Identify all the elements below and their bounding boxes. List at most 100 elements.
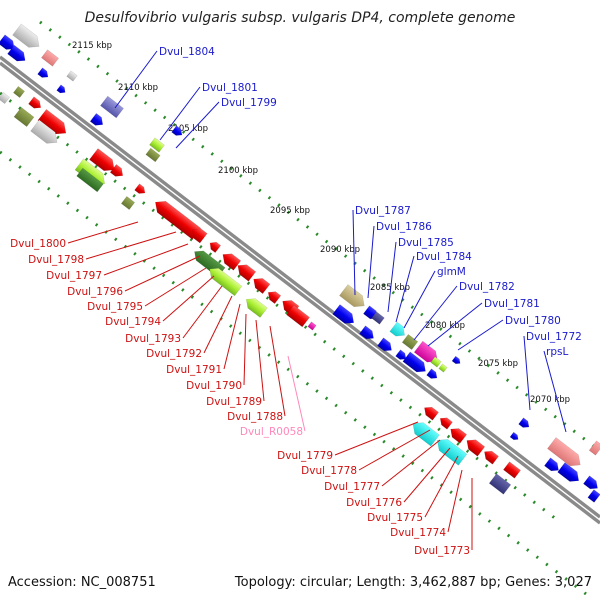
gene-feature [426, 368, 438, 379]
leader-line [413, 285, 458, 341]
gene-feature [587, 489, 600, 503]
gene-feature [371, 311, 385, 325]
gene-feature [450, 428, 468, 444]
tick-label: 2085 kbp [370, 283, 410, 293]
gene-feature [134, 183, 146, 194]
leader-line [523, 335, 531, 411]
gene-feature [377, 337, 392, 352]
tick-label: 2115 kbp [72, 41, 112, 51]
gene-feature [509, 431, 519, 441]
label-dvul_1776: Dvul_1776 [346, 497, 402, 509]
label-dvul_1801: Dvul_1801 [202, 82, 258, 94]
gene-feature [267, 291, 282, 304]
leader-line [367, 225, 375, 299]
label-dvul_1781: Dvul_1781 [484, 298, 540, 310]
label-dvul_1800: Dvul_1800 [10, 238, 66, 250]
gene-feature [109, 164, 124, 177]
gene-features [0, 23, 600, 503]
gene-feature [438, 363, 448, 373]
leader-line [269, 325, 286, 417]
leader-line [403, 270, 436, 329]
leader-line [395, 255, 415, 323]
leader-line [457, 319, 504, 351]
gene-feature [488, 473, 512, 495]
gene-feature [424, 406, 439, 421]
leader-line [447, 469, 463, 533]
gene-feature [41, 49, 59, 67]
gene-feature [237, 264, 257, 282]
label-dvul_1799: Dvul_1799 [221, 97, 277, 109]
leader-line [144, 267, 207, 307]
leader-line [334, 421, 419, 456]
label-dvul_1777: Dvul_1777 [324, 481, 380, 493]
label-dvul_1792: Dvul_1792 [146, 348, 202, 360]
gene-labels: Dvul_1804Dvul_1801Dvul_1799Dvul_1787Dvul… [10, 46, 582, 557]
gene-feature [544, 457, 559, 472]
label-leaders [67, 50, 567, 550]
gene-feature [466, 439, 486, 457]
gene-feature [395, 349, 407, 360]
label-dvul_1774: Dvul_1774 [390, 527, 446, 539]
gene-feature [401, 334, 419, 350]
label-rpsl: rpsL [546, 346, 568, 358]
label-dvul_1784: Dvul_1784 [416, 251, 472, 263]
gene-feature [402, 351, 426, 373]
leader-line [203, 295, 233, 354]
leader-line [114, 50, 158, 109]
label-dvul_1787: Dvul_1787 [355, 205, 411, 217]
leader-line [255, 319, 265, 402]
gene-feature [149, 137, 165, 153]
leader-line [162, 275, 215, 322]
gene-feature [412, 422, 440, 447]
label-dvul_1778: Dvul_1778 [301, 465, 357, 477]
gene-feature [145, 147, 161, 163]
label-dvul_1797: Dvul_1797 [46, 270, 102, 282]
tick-label: 2075 kbp [478, 359, 518, 369]
gene-feature [307, 321, 317, 331]
tick-label: 2095 kbp [270, 206, 310, 216]
label-dvul_1794: Dvul_1794 [105, 316, 161, 328]
gene-feature [439, 417, 453, 430]
leader-line [352, 209, 356, 296]
tick-label: 2105 kbp [168, 124, 208, 134]
gene-feature [451, 355, 461, 365]
label-dvul_1796: Dvul_1796 [67, 286, 123, 298]
gene-feature [89, 113, 104, 126]
gene-feature [518, 417, 530, 428]
leader-line [543, 350, 567, 433]
leader-line [427, 302, 483, 347]
label-dvul_1785: Dvul_1785 [398, 237, 454, 249]
leader-line [403, 447, 451, 503]
gene-feature [120, 196, 136, 210]
gene-feature [12, 23, 40, 48]
gene-feature [222, 253, 242, 271]
gene-feature [76, 167, 104, 193]
gene-feature [588, 440, 600, 456]
leader-line [387, 241, 397, 313]
gene-feature [7, 44, 26, 62]
gene-feature [0, 34, 15, 50]
label-dvul_1780: Dvul_1780 [505, 315, 561, 327]
leader-line [124, 255, 201, 292]
genome-backbone [0, 55, 600, 525]
gene-feature [171, 125, 183, 136]
tick-label: 2110 kbp [118, 83, 158, 93]
accession-label: Accession: NC_008751 [8, 575, 156, 590]
leader-line [85, 231, 177, 260]
label-dvul_1791: Dvul_1791 [166, 364, 222, 376]
label-dvul_1798: Dvul_1798 [28, 254, 84, 266]
gene-feature [30, 119, 58, 144]
leader-line [358, 429, 431, 471]
gene-feature [430, 356, 442, 368]
gene-feature [547, 437, 581, 467]
label-dvul_1790: Dvul_1790 [186, 380, 242, 392]
gene-feature [37, 67, 49, 78]
label-dvul_1779: Dvul_1779 [277, 450, 333, 462]
leader-line [381, 439, 441, 487]
gene-feature [209, 241, 222, 253]
gene-feature [583, 475, 598, 490]
gene-feature [0, 92, 10, 104]
label-dvul_r0058: Dvul_R0058 [240, 426, 303, 438]
